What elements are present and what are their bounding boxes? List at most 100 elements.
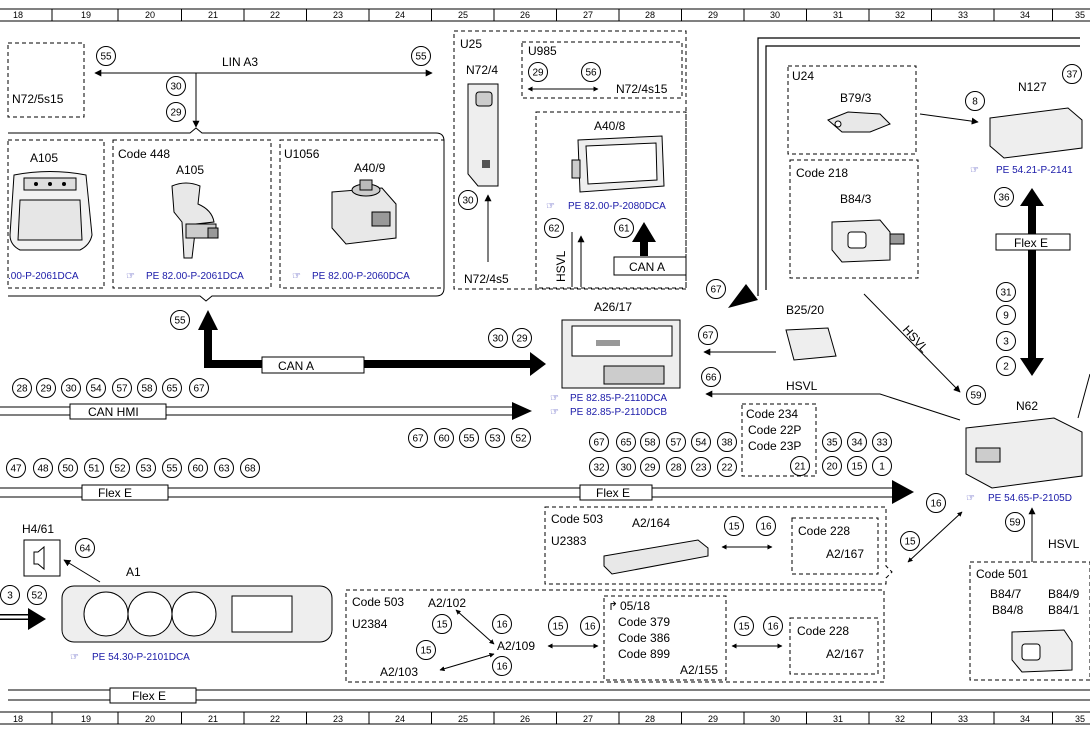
ruler-label: 21 bbox=[208, 10, 218, 20]
flex-e-label-2: Flex E bbox=[596, 486, 630, 500]
a105-left-label: A105 bbox=[30, 151, 58, 165]
connector-pin-c21: 21 bbox=[790, 456, 810, 476]
connector-pin-number: 48 bbox=[37, 464, 49, 475]
ruler-label: 32 bbox=[895, 714, 905, 724]
ruler-label: 30 bbox=[770, 10, 780, 20]
connector-pin-number: 61 bbox=[618, 224, 630, 235]
connector-pin-f50: 50 bbox=[58, 458, 78, 478]
connector-pin-c30b: 30 bbox=[458, 190, 478, 210]
flex-e-label-3: Flex E bbox=[132, 689, 166, 703]
code218-box bbox=[789, 159, 919, 279]
ruler-label: 25 bbox=[458, 714, 468, 724]
connector-pin-number: 53 bbox=[489, 434, 501, 445]
code448-box bbox=[112, 139, 272, 289]
connector-pin-number: 58 bbox=[141, 384, 153, 395]
connector-pin-number: 56 bbox=[585, 68, 597, 79]
connector-pin-number: 67 bbox=[412, 434, 424, 445]
ruler-label: 27 bbox=[583, 714, 593, 724]
code386-label: Code 386 bbox=[618, 631, 670, 645]
can-a-label: CAN A bbox=[278, 359, 314, 373]
lin-label: LIN A3 bbox=[222, 55, 258, 69]
connector-pin-m38: 38 bbox=[717, 432, 737, 452]
connector-pin-f68: 68 bbox=[240, 458, 260, 478]
n127-module-image bbox=[989, 107, 1083, 159]
connector-pin-c3: 3 bbox=[996, 331, 1016, 351]
connector-pin-number: 3 bbox=[7, 591, 13, 602]
connector-pin-z16: 16 bbox=[492, 656, 512, 676]
a1-instrument-cluster-image bbox=[61, 585, 333, 643]
connector-pin-number: 59 bbox=[970, 391, 982, 402]
connector-pin-k1: 1 bbox=[872, 456, 892, 476]
ruler-label: 29 bbox=[708, 714, 718, 724]
ruler-label: 24 bbox=[395, 10, 405, 20]
a26-17-head-unit-image bbox=[561, 319, 681, 389]
arrow-ref-icon: ↱ bbox=[608, 599, 618, 613]
ruler-label: 22 bbox=[270, 714, 280, 724]
connector-pin-number: 36 bbox=[998, 193, 1010, 204]
connector-pin-c16a: 16 bbox=[926, 493, 946, 513]
connector-pin-number: 29 bbox=[170, 108, 182, 119]
u1056-box bbox=[279, 139, 445, 289]
link-2060[interactable]: PE 82.00-P-2060DCA bbox=[312, 271, 410, 282]
connector-pin-c67a: 67 bbox=[698, 325, 718, 345]
connector-pin-h54: 54 bbox=[86, 378, 106, 398]
connector-pin-e16b: 16 bbox=[763, 616, 783, 636]
speaker-icon bbox=[33, 545, 45, 571]
ruler-label: 27 bbox=[583, 10, 593, 20]
b84-3-camera-image bbox=[831, 219, 905, 263]
link-2110b[interactable]: PE 82.85-P-2110DCB bbox=[570, 407, 667, 418]
connector-pin-c30c: 30 bbox=[488, 328, 508, 348]
link-2061-left[interactable]: .00-P-2061DCA bbox=[8, 271, 79, 282]
link-2061[interactable]: PE 82.00-P-2061DCA bbox=[146, 271, 244, 282]
can-hmi-label: CAN HMI bbox=[88, 405, 139, 419]
link-2141[interactable]: PE 54.21-P-2141 bbox=[996, 165, 1073, 176]
connector-pin-number: 64 bbox=[79, 544, 91, 555]
ruler-label: 34 bbox=[1020, 10, 1030, 20]
ruler-label: 26 bbox=[520, 10, 530, 20]
connector-pin-number: 29 bbox=[644, 463, 656, 474]
connector-pin-number: 16 bbox=[767, 622, 779, 633]
b84-9-label: B84/9 bbox=[1048, 587, 1080, 601]
n72-5s15-box bbox=[7, 42, 85, 118]
connector-pin-f55: 55 bbox=[162, 458, 182, 478]
connector-pin-number: 55 bbox=[174, 316, 186, 327]
connector-pin-number: 22 bbox=[721, 463, 733, 474]
connector-pin-number: 30 bbox=[170, 82, 182, 93]
connector-pin-f47: 47 bbox=[6, 458, 26, 478]
connector-pin-number: 29 bbox=[532, 68, 544, 79]
ruler-label: 29 bbox=[708, 10, 718, 20]
connector-pin-e15: 15 bbox=[724, 516, 744, 536]
a40-8-display-image bbox=[571, 135, 665, 193]
connector-pin-number: 28 bbox=[16, 384, 28, 395]
connector-pin-number: 55 bbox=[166, 464, 178, 475]
n72-4s5-label: N72/4s5 bbox=[464, 272, 509, 286]
ruler-label: 26 bbox=[520, 714, 530, 724]
connector-pin-h67: 67 bbox=[189, 378, 209, 398]
connector-pin-number: 15 bbox=[552, 622, 564, 633]
u2384-label: U2384 bbox=[352, 617, 388, 631]
a26-17-label: A26/17 bbox=[594, 300, 632, 314]
connector-pin-k15: 15 bbox=[847, 456, 867, 476]
b84-3-label: B84/3 bbox=[840, 192, 872, 206]
n72-4-switch-image bbox=[467, 83, 499, 187]
connector-pin-h28: 28 bbox=[12, 378, 32, 398]
link-2101[interactable]: PE 54.30-P-2101DCA bbox=[92, 652, 190, 663]
a105-selector-image bbox=[171, 182, 219, 259]
link-2110a[interactable]: PE 82.85-P-2110DCA bbox=[570, 393, 667, 404]
link-2105[interactable]: PE 54.65-P-2105D bbox=[988, 493, 1072, 504]
u985-box bbox=[521, 41, 683, 99]
connector-pin-number: 68 bbox=[244, 464, 256, 475]
connector-pin-r60: 60 bbox=[434, 428, 454, 448]
connector-pin-c29b: 29 bbox=[528, 62, 548, 82]
link-icon-4: ☞ bbox=[550, 393, 559, 404]
link-icon: ☞ bbox=[126, 271, 135, 282]
b79-3-label: B79/3 bbox=[840, 91, 872, 105]
link-2080[interactable]: PE 82.00-P-2080DCA bbox=[568, 201, 666, 212]
a2-103-label: A2/103 bbox=[380, 665, 418, 679]
connector-pin-number: 15 bbox=[738, 622, 750, 633]
connector-pin-number: 55 bbox=[415, 52, 427, 63]
link-icon-2: ☞ bbox=[292, 271, 301, 282]
connector-pin-number: 38 bbox=[721, 438, 733, 449]
connector-pin-number: 20 bbox=[826, 462, 838, 473]
connector-pin-number: 67 bbox=[710, 285, 722, 296]
